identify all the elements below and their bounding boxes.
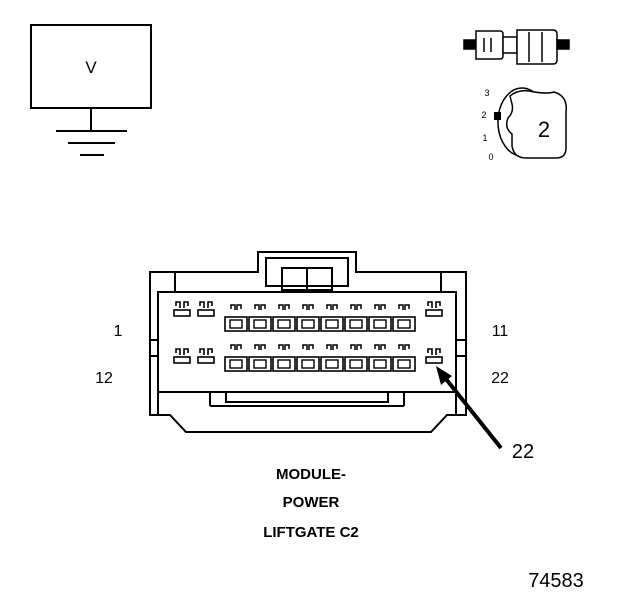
cavity-bottom-9 — [368, 344, 392, 372]
rotary-selector-icon: 3 2 1 0 2 — [481, 87, 567, 162]
terminal-top-11 — [425, 301, 443, 317]
terminal-top-2 — [197, 301, 215, 317]
connector-title-line-3: LIFTGATE C2 — [263, 524, 359, 541]
cavity-bottom-5 — [272, 344, 296, 372]
cavity-top-7 — [320, 304, 344, 332]
cavity-top-9 — [368, 304, 392, 332]
connector-face — [149, 251, 467, 433]
terminal-bottom-11 — [425, 348, 443, 364]
cavity-bottom-6 — [296, 344, 320, 372]
test-probe-icon — [463, 29, 570, 65]
pin-label-12: 12 — [95, 370, 113, 387]
pin-label-22: 22 — [491, 370, 509, 387]
selector-position-1: 1 — [482, 133, 487, 143]
figure-number: 74583 — [528, 570, 584, 592]
terminal-top-1 — [173, 301, 191, 317]
cavity-top-10 — [392, 304, 416, 332]
meter-label: V — [85, 58, 97, 77]
connector-title-line-2: POWER — [283, 494, 340, 511]
voltmeter-symbol: V — [30, 24, 152, 156]
cavity-bottom-8 — [344, 344, 368, 372]
cavity-bottom-3 — [224, 344, 248, 372]
callout-label: 22 — [512, 441, 534, 463]
cavity-top-3 — [224, 304, 248, 332]
connector-title-line-1: MODULE- — [276, 466, 346, 483]
connector-cavities — [173, 301, 443, 372]
selector-position-2: 2 — [481, 110, 486, 120]
terminal-bottom-2 — [197, 348, 215, 364]
callout-arrow — [436, 366, 503, 450]
cavity-bottom-10 — [392, 344, 416, 372]
selector-selected-value: 2 — [538, 117, 550, 142]
pin-label-11: 11 — [492, 323, 509, 340]
selector-knob — [505, 89, 567, 159]
cavity-top-4 — [248, 304, 272, 332]
cavity-top-6 — [296, 304, 320, 332]
ground-icon — [56, 108, 127, 156]
pin-label-1: 1 — [114, 323, 123, 340]
cavity-top-5 — [272, 304, 296, 332]
cavity-bottom-7 — [320, 344, 344, 372]
selector-position-3: 3 — [484, 88, 489, 98]
cavity-bottom-4 — [248, 344, 272, 372]
cavity-top-8 — [344, 304, 368, 332]
selector-pointer — [494, 112, 501, 120]
terminal-bottom-1 — [173, 348, 191, 364]
selector-position-0: 0 — [488, 152, 493, 162]
